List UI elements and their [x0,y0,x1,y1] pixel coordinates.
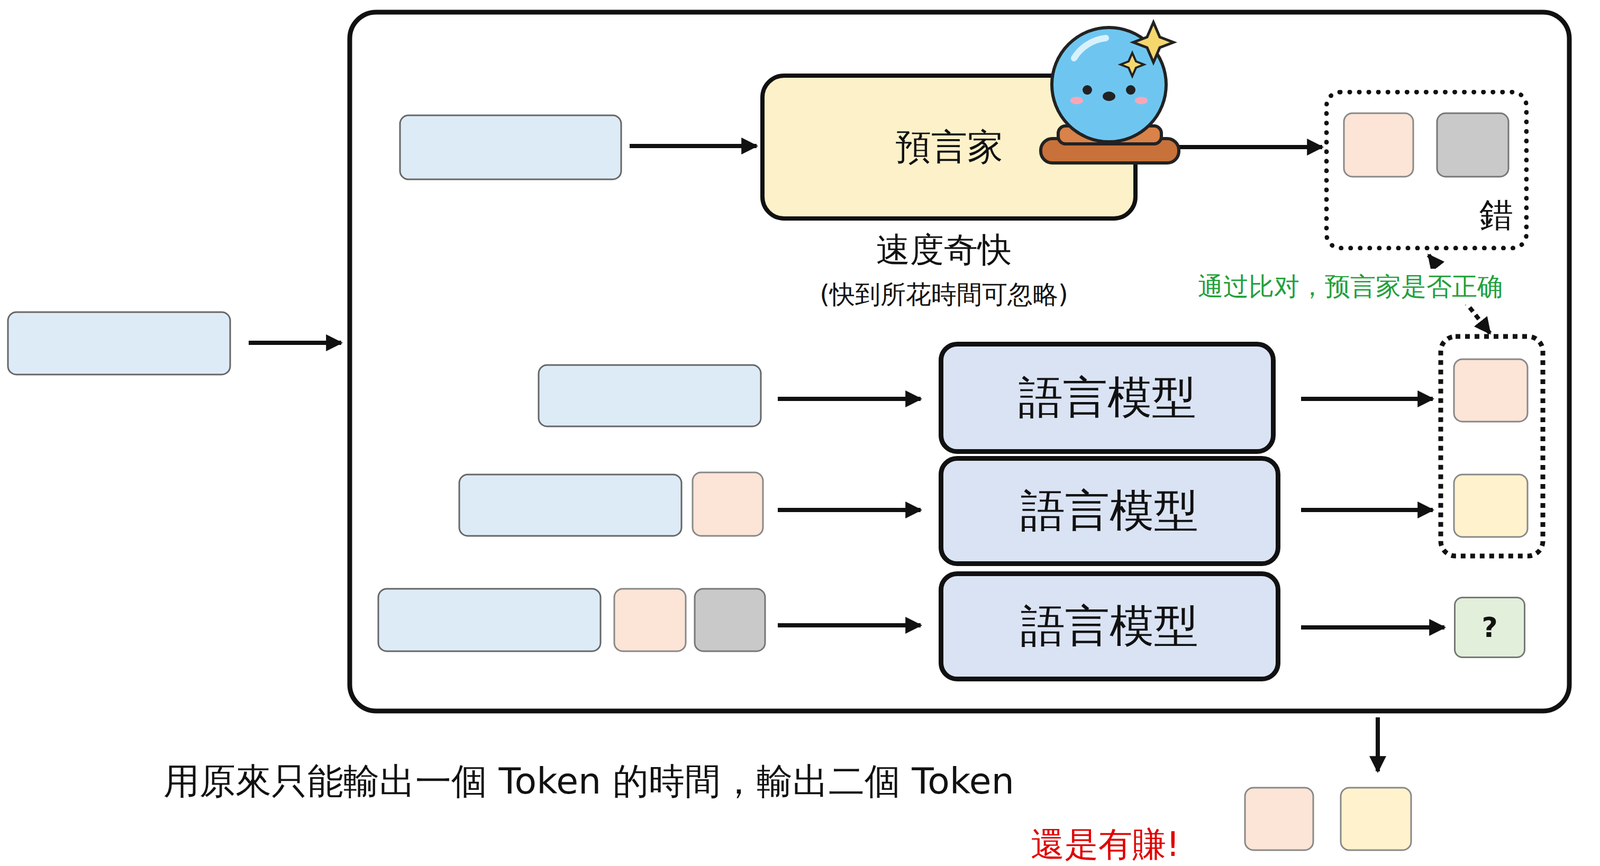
arrow [777,623,921,628]
node-text: 語言模型 [1020,596,1199,657]
sparkle [1120,52,1144,77]
dashed-group [1440,336,1543,557]
unknown-token: ? [1453,596,1526,659]
token [1340,787,1412,851]
token [1437,113,1509,177]
input-box [378,588,601,652]
input-box [459,474,682,536]
arrow [1301,625,1445,630]
node-text: 語言模型 [1018,367,1197,429]
dashed-group: 錯 [1324,89,1529,251]
arrow [1301,396,1433,402]
arrow [248,340,342,345]
ball-shine [1074,38,1106,59]
token [1343,113,1414,177]
arrow [777,507,921,513]
input-box [400,115,622,180]
arrow [629,143,757,149]
node-text: 錯 [1479,192,1514,239]
predictor-box: 預言家 [760,73,1138,221]
token [692,472,763,536]
gain-note: 還是有賺! [1030,821,1180,866]
model-box: 語言模型 [938,571,1281,682]
input-box [538,365,761,427]
model-box: 語言模型 [938,456,1281,567]
input-box [7,312,231,375]
speed-subnote: (快到所花時間可忽略) [819,277,1068,312]
arrow [777,396,921,402]
node-text: 語言模型 [1020,480,1199,542]
token [1244,787,1314,851]
token [1453,359,1528,422]
container-frame [349,12,1570,712]
summary-text: 用原來只能輸出一個 Token 的時間，輸出二個 Token [163,757,1015,806]
connector-arrow [1137,144,1323,150]
token [1453,474,1528,538]
node-text: ? [1481,611,1498,644]
arrow [1375,717,1380,772]
model-box: 語言模型 [938,341,1276,454]
sparkle [1133,22,1174,63]
token [614,588,686,652]
speed-note: 速度奇快 [876,226,1012,274]
compare-note: 通过比对，预言家是否正确 [1194,268,1506,305]
arrow [1301,507,1433,513]
token [694,588,766,652]
node-text: 預言家 [895,123,1004,172]
